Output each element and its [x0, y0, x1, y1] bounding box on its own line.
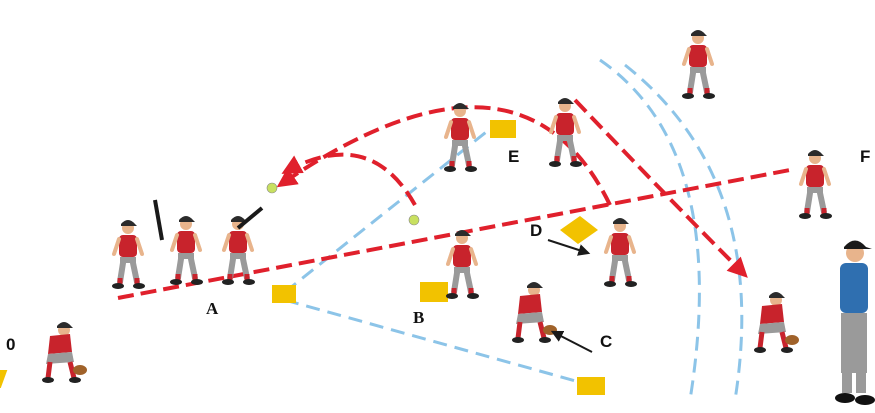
fielder-d — [604, 218, 637, 287]
base-a — [272, 285, 296, 303]
batter-group — [112, 199, 264, 289]
bat-3 — [236, 206, 264, 230]
arrow-c — [550, 330, 593, 353]
outfield-arc-inner — [599, 58, 701, 401]
label-a: A — [206, 299, 219, 318]
fielder-f — [799, 150, 832, 219]
base-home-left — [0, 370, 8, 388]
batter-2 — [170, 216, 203, 285]
bases — [0, 120, 605, 395]
batter-1 — [112, 220, 145, 289]
label-e: E — [508, 147, 519, 166]
runner-c — [512, 282, 557, 343]
base-d — [560, 216, 598, 244]
fielder-far-top — [682, 30, 715, 99]
bat-1 — [153, 199, 164, 241]
coach — [835, 240, 875, 405]
throw-arc-long — [276, 105, 612, 206]
base-b — [420, 282, 448, 302]
catcher-0 — [42, 322, 87, 383]
run-path-home-to-third — [284, 298, 591, 387]
throw-arc-to-fielder — [573, 98, 748, 278]
label-c: C — [600, 332, 612, 351]
label-f: F — [860, 147, 870, 166]
base-c — [577, 377, 605, 395]
fielder-b — [446, 230, 479, 299]
label-b: B — [413, 308, 424, 327]
label-zero: 0 — [6, 335, 15, 354]
fielder-right-crouch — [754, 292, 799, 353]
label-d: D — [530, 221, 542, 240]
arrow-d — [547, 239, 591, 256]
throw-arc-short — [281, 152, 417, 206]
throw-lines — [117, 98, 791, 300]
base-e — [490, 120, 516, 138]
ball-fielder-b — [408, 214, 420, 226]
ball-near-batters — [266, 182, 278, 194]
outfield-arc-outer — [624, 63, 744, 401]
run-path-home-to-second — [284, 123, 496, 294]
